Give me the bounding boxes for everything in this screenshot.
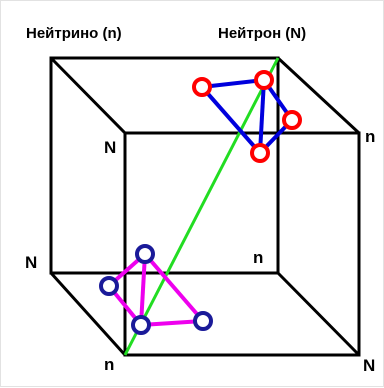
neutrino-bond: [143, 252, 205, 323]
corner-label-back-bottom-left: N: [25, 253, 37, 272]
neutron-bond: [258, 79, 266, 154]
neutrino-bond: [140, 319, 204, 327]
cube-front-face: [123, 131, 361, 357]
neutrino-particles: [99, 244, 213, 335]
neutron-particle: [282, 110, 302, 130]
corner-label-back-bottom-right: n: [253, 248, 263, 267]
neutrino-bond: [139, 253, 147, 326]
neutron-particle: [250, 143, 270, 163]
neutron-title: Нейтрон (N): [218, 25, 306, 42]
neutron-particles: [192, 70, 302, 163]
front-face-rect: [123, 131, 361, 357]
corner-label-front-bottom-left: n: [104, 355, 114, 374]
neutrino-particle: [131, 315, 151, 335]
edge-top-left: [49, 56, 127, 135]
neutrino-bonds: [107, 252, 205, 327]
corner-label-front-top-left: N: [104, 138, 116, 157]
edge-top-right: [276, 56, 361, 135]
neutron-bond: [200, 85, 262, 155]
cube-back-face: [49, 56, 280, 275]
cube-depth-edges: [49, 56, 361, 357]
neutrino-particle: [99, 276, 119, 296]
neutron-particle: [254, 70, 274, 90]
neutron-bond: [201, 78, 265, 89]
space-diagonal: [123, 57, 280, 356]
back-face-rect: [49, 56, 280, 275]
neutrino-particle: [135, 244, 155, 264]
edge-bottom-left: [49, 271, 127, 357]
corner-label-front-bottom-right: N: [363, 356, 375, 375]
corner-label-front-top-right: n: [365, 127, 375, 146]
neutrino-particle: [193, 311, 213, 331]
neutrino-title: Нейтрино (n): [26, 25, 122, 42]
neutron-particle: [192, 77, 212, 97]
edge-bottom-right: [276, 271, 361, 357]
